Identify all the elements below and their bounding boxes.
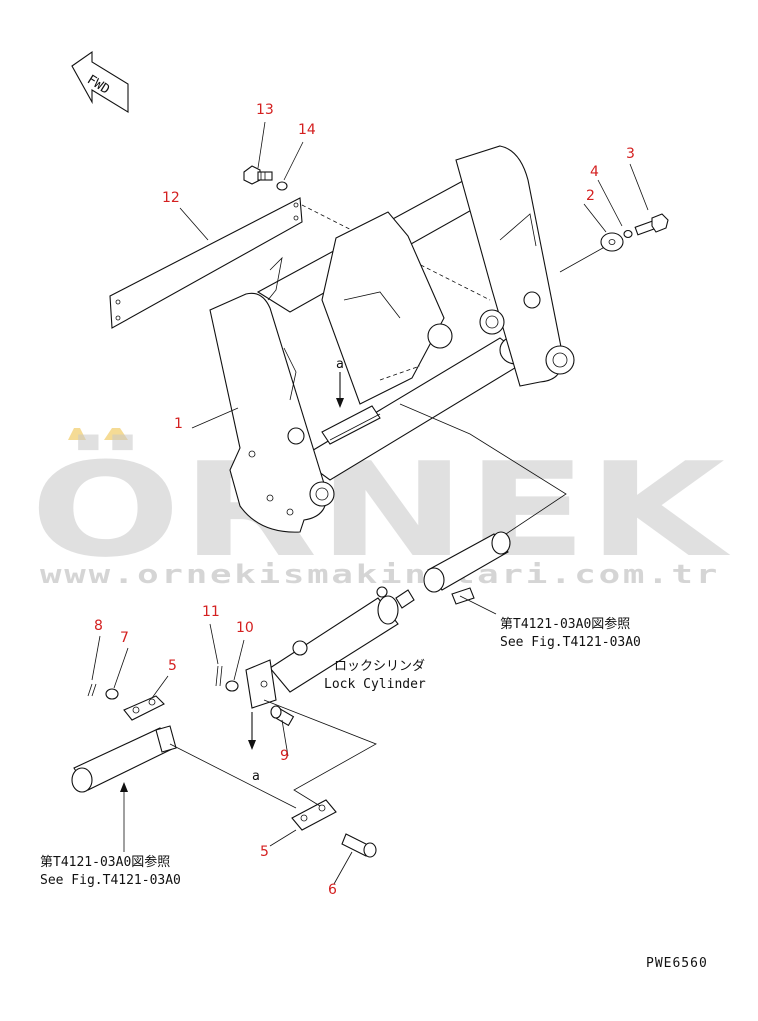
watermark-accent-left	[68, 428, 86, 440]
callout-5-bottom: 5	[260, 844, 269, 860]
callout-8: 8	[94, 618, 103, 634]
watermark: ÖRNEK www.ornekismakinalari.com.tr	[30, 428, 731, 590]
callout-13: 13	[256, 102, 274, 118]
washer-7	[105, 688, 119, 700]
bolt-13	[243, 165, 273, 185]
cover-plate	[109, 197, 491, 329]
washer-10	[225, 680, 239, 692]
lock-cylinder-jp: ロックシリンダ	[334, 659, 425, 674]
reference-left-en: See Fig.T4121-03A0	[40, 873, 181, 888]
lock-plate-bottom	[291, 799, 337, 831]
callout-12: 12	[162, 190, 180, 206]
callout-7: 7	[120, 630, 129, 646]
lock-cylinder	[245, 586, 415, 709]
cotter-pin-8	[87, 683, 97, 697]
reference-right-jp: 第T4121-03A0図参照	[500, 616, 630, 632]
callout-1: 1	[174, 416, 183, 432]
watermark-brand: ÖRNEK	[30, 434, 731, 586]
callout-3: 3	[626, 146, 635, 162]
drawing-code: PWE6560	[646, 956, 708, 971]
view-marker-top: a	[336, 357, 344, 372]
watermark-accent-right	[104, 428, 128, 440]
callout-5-left: 5	[168, 658, 177, 674]
callout-10: 10	[236, 620, 254, 636]
pin-9	[270, 705, 295, 727]
reference-left-jp: 第T4121-03A0図参照	[40, 854, 170, 870]
bolt-6	[341, 833, 377, 858]
callout-2: 2	[586, 188, 595, 204]
pin-left	[71, 725, 177, 793]
view-marker-bottom: a	[252, 769, 260, 784]
pin-right	[423, 531, 511, 605]
callout-11: 11	[202, 604, 220, 620]
watermark-url: www.ornekismakinalari.com.tr	[40, 560, 720, 590]
callout-4: 4	[590, 164, 599, 180]
reference-right-en: See Fig.T4121-03A0	[500, 635, 641, 650]
fwd-arrow-icon: FWD	[71, 50, 129, 113]
washer-4	[623, 229, 633, 239]
callout-14: 14	[298, 122, 316, 138]
leader-lines	[91, 121, 649, 885]
cotter-pin-11	[215, 665, 223, 687]
quick-coupler-frame	[209, 145, 575, 533]
washer-14	[276, 181, 288, 191]
bolt-3	[634, 213, 669, 236]
callout-9: 9	[280, 748, 289, 764]
lock-cylinder-en: Lock Cylinder	[324, 677, 426, 692]
callout-6: 6	[328, 882, 337, 898]
washer-2	[600, 232, 624, 252]
lock-plate-left	[123, 695, 165, 721]
